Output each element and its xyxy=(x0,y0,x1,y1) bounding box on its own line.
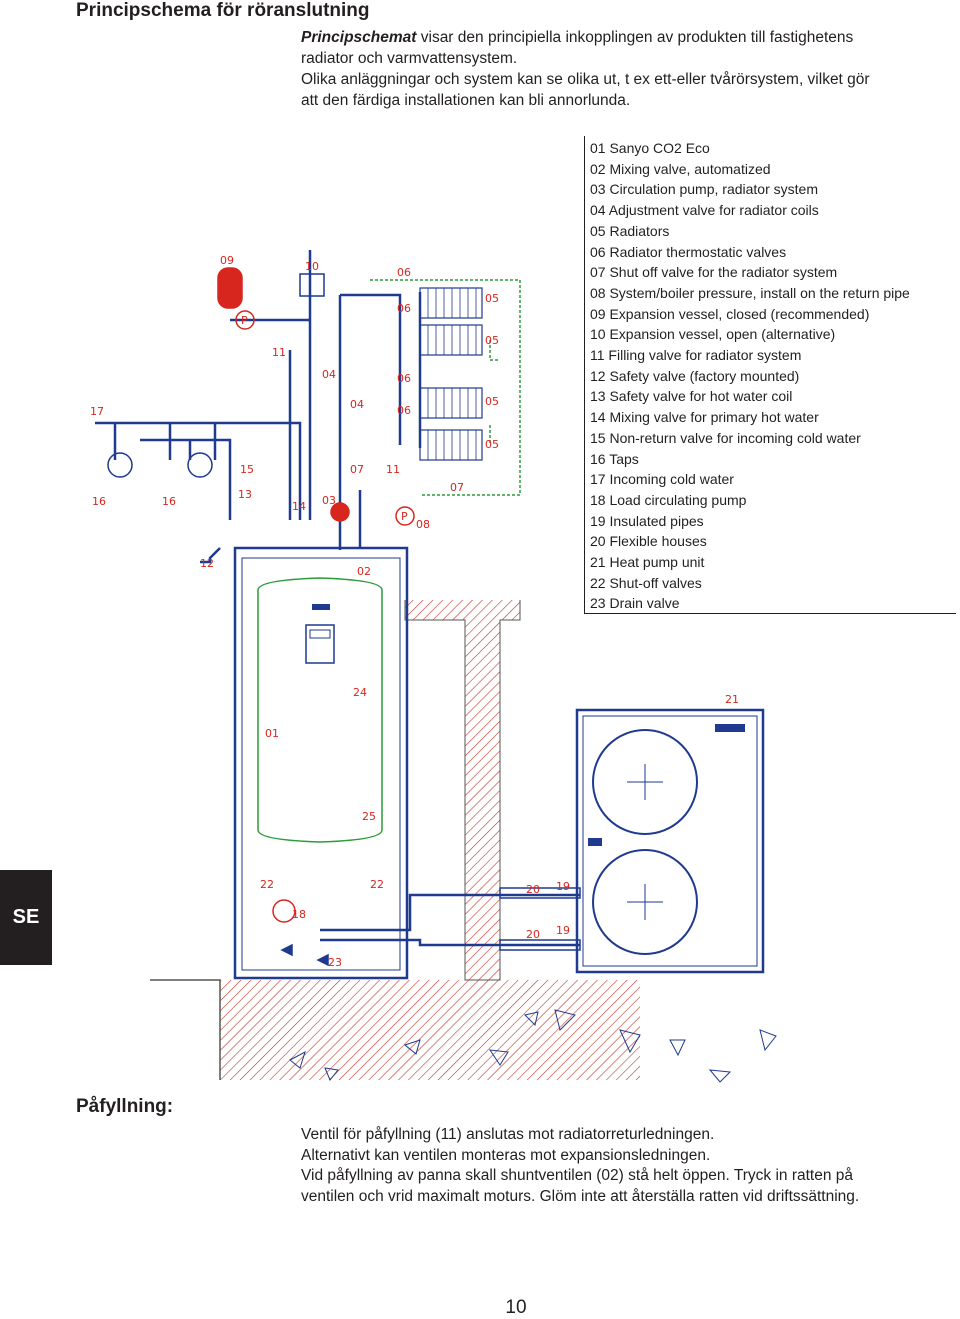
label-08: 08 xyxy=(416,518,430,531)
pressure-gauge-label: P xyxy=(401,510,408,523)
label-20: 20 xyxy=(526,928,540,941)
legend-item: 19 Insulated pipes xyxy=(590,512,704,529)
legend-item: 14 Mixing valve for primary hot water xyxy=(590,409,819,426)
legend-item: 01 Sanyo CO2 Eco xyxy=(590,140,710,156)
intro-paragraph: Principschemat visar den principiella in… xyxy=(301,27,951,111)
label-11: 11 xyxy=(386,463,400,476)
label-03: 03 xyxy=(322,494,336,507)
label-10: 10 xyxy=(305,260,319,273)
legend-item: 11 Filling valve for radiator system xyxy=(590,347,802,364)
diagram-labels: 09 10 06 06 05 05 06 06 05 05 04 04 07 1… xyxy=(90,254,739,969)
language-tab: SE xyxy=(0,870,52,965)
heat-pump-unit xyxy=(575,708,765,974)
pressure-gauge-label: P xyxy=(241,314,248,327)
label-04: 04 xyxy=(322,368,336,381)
intro-line-3: Olika anläggningar och system kan se oli… xyxy=(301,71,870,88)
intro-line-2: radiator och varmvattensystem. xyxy=(301,50,518,67)
intro-line-1: Principschemat visar den principiella in… xyxy=(301,27,951,48)
label-19: 19 xyxy=(556,924,570,937)
ground xyxy=(150,600,777,1083)
label-02: 02 xyxy=(357,565,371,578)
label-06: 06 xyxy=(397,372,411,385)
intro-line-4: att den färdiga installationen kan bli a… xyxy=(301,92,631,109)
label-05: 05 xyxy=(485,395,499,408)
page-title: Principschema för röranslutning xyxy=(76,0,370,21)
legend-item: 18 Load circulating pump xyxy=(590,491,747,508)
label-19: 19 xyxy=(556,880,570,893)
legend-item: 09 Expansion vessel, closed (recommended… xyxy=(590,305,870,322)
legend-item: 05 Radiators xyxy=(590,222,670,239)
filling-line: Ventil för påfyllning (11) anslutas mot … xyxy=(301,1126,715,1143)
legend-item: 08 System/boiler pressure, install on th… xyxy=(590,284,910,301)
legend-item: 13 Safety valve for hot water coil xyxy=(590,388,793,405)
label-22: 22 xyxy=(260,878,274,891)
legend-item: 10 Expansion vessel, open (alternative) xyxy=(590,326,836,343)
legend-item: 07 Shut off valve for the radiator syste… xyxy=(590,264,838,281)
label-07: 07 xyxy=(450,481,464,494)
indoor-unit xyxy=(233,546,409,980)
filling-line: ventilen och vrid maximalt moturs. Glöm … xyxy=(301,1188,860,1206)
label-05: 05 xyxy=(485,292,499,305)
label-14: 14 xyxy=(292,500,306,513)
label-05: 05 xyxy=(485,438,499,451)
legend-item: 17 Incoming cold water xyxy=(590,471,734,488)
label-20: 20 xyxy=(526,883,540,896)
return-pipes xyxy=(370,279,521,496)
label-06: 06 xyxy=(397,302,411,315)
filling-instructions: Ventil för påfyllning (11) anslutas mot … xyxy=(301,1125,951,1208)
legend-item: 15 Non-return valve for incoming cold wa… xyxy=(590,429,861,446)
legend-item: 04 Adjustment valve for radiator coils xyxy=(590,202,819,219)
filling-heading: Påfyllning: xyxy=(76,1096,174,1117)
label-17: 17 xyxy=(90,405,104,418)
label-24: 24 xyxy=(353,686,367,699)
label-07: 07 xyxy=(350,463,364,476)
label-23: 23 xyxy=(328,956,342,969)
label-11: 11 xyxy=(272,346,286,359)
label-01: 01 xyxy=(265,727,279,740)
label-22: 22 xyxy=(370,878,384,891)
label-06: 06 xyxy=(397,266,411,279)
legend-item: 20 Flexible houses xyxy=(590,533,707,550)
label-05: 05 xyxy=(485,334,499,347)
label-09: 09 xyxy=(220,254,234,267)
label-21: 21 xyxy=(725,693,739,706)
label-16: 16 xyxy=(92,495,106,508)
label-12: 12 xyxy=(200,557,214,570)
legend-item: 23 Drain valve xyxy=(590,595,680,612)
label-04: 04 xyxy=(350,398,364,411)
legend-item: 16 Taps xyxy=(590,450,639,467)
page-number: 10 xyxy=(505,1297,527,1318)
legend-item: 22 Shut-off valves xyxy=(590,574,702,591)
label-25: 25 xyxy=(362,810,376,823)
legend-item: 03 Circulation pump, radiator system xyxy=(590,181,818,198)
intro-line-1-text: visar den principiella inkopplingen av p… xyxy=(416,29,854,46)
legend-item: 21 Heat pump unit xyxy=(590,554,705,571)
filling-line: Vid påfyllning av panna skall shuntventi… xyxy=(301,1167,854,1185)
legend-item: 12 Safety valve (factory mounted) xyxy=(590,367,800,384)
intro-lead: Principschemat xyxy=(301,29,417,46)
label-13: 13 xyxy=(238,488,252,501)
piping-diagram: 09 10 06 06 05 05 06 06 05 05 04 04 07 1… xyxy=(90,250,777,1083)
label-16: 16 xyxy=(162,495,176,508)
label-15: 15 xyxy=(240,463,254,476)
radiators xyxy=(419,287,483,461)
filling-line: Alternativt kan ventilen monteras mot ex… xyxy=(301,1146,711,1164)
legend-item: 06 Radiator thermostatic valves xyxy=(590,243,787,260)
label-18: 18 xyxy=(292,908,306,921)
component-legend: 01 Sanyo CO2 Eco 02 Mixing valve, automa… xyxy=(584,136,956,614)
components xyxy=(107,267,581,967)
legend-item: 02 Mixing valve, automatized xyxy=(590,160,771,177)
label-06: 06 xyxy=(397,404,411,417)
